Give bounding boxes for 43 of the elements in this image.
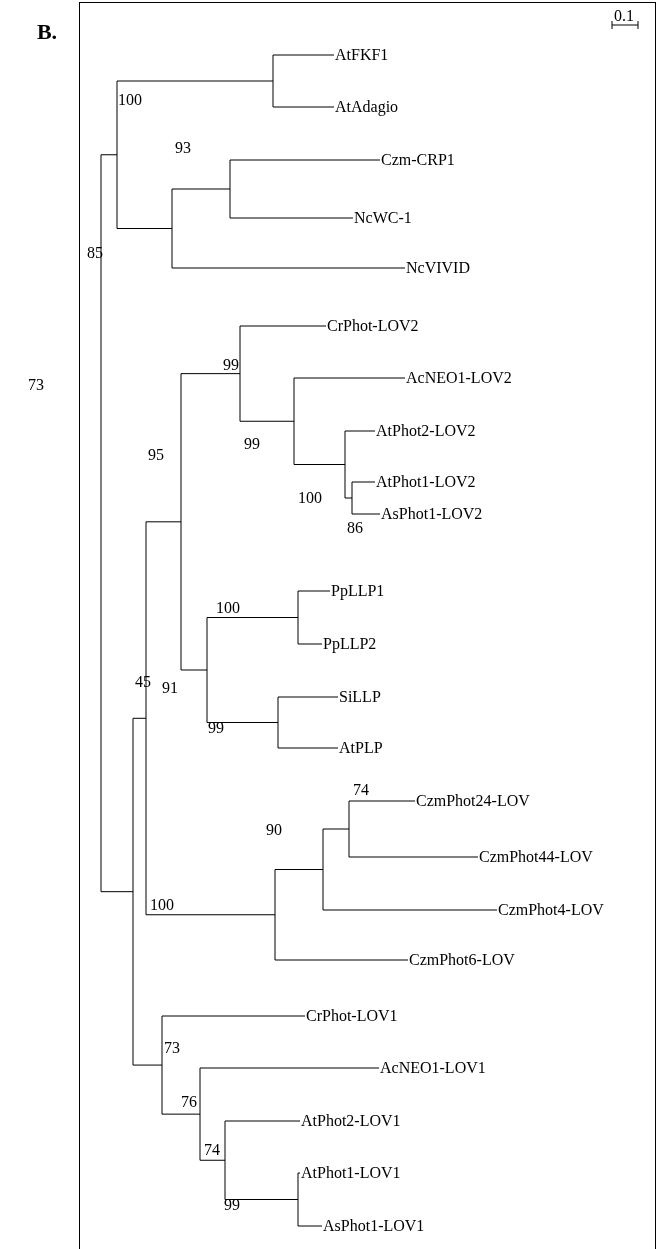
taxon-label: AtPhot2-LOV2 <box>376 421 476 441</box>
taxon-label: AtAdagio <box>335 97 399 117</box>
scale-label: 0.1 <box>614 7 634 25</box>
taxon-label: AtPhot1-LOV2 <box>376 472 476 492</box>
taxon-label: AtPhot1-LOV1 <box>301 1163 401 1183</box>
taxon-label: CzmPhot6-LOV <box>409 950 515 970</box>
taxon-label: CzmPhot24-LOV <box>416 791 530 811</box>
taxon-label: PpLLP2 <box>323 634 377 654</box>
taxon-label: CzmPhot44-LOV <box>479 847 593 867</box>
bootstrap-value: 73 <box>164 1039 180 1057</box>
taxon-label: AsPhot1-LOV2 <box>381 504 483 524</box>
taxon-label: Czm-CRP1 <box>381 150 455 170</box>
bootstrap-value: 90 <box>266 821 282 839</box>
taxon-label: NcWC-1 <box>354 208 412 228</box>
bootstrap-value: 76 <box>181 1093 197 1111</box>
bootstrap-value: 85 <box>87 244 103 262</box>
taxon-label: AsPhot1-LOV1 <box>323 1216 425 1236</box>
bootstrap-value: 91 <box>162 679 178 697</box>
panel-label: B. <box>36 23 58 41</box>
bootstrap-value: 45 <box>135 673 151 691</box>
taxon-label: CzmPhot4-LOV <box>498 900 604 920</box>
bootstrap-value: 95 <box>148 446 164 464</box>
taxon-label: AtPhot2-LOV1 <box>301 1111 401 1131</box>
bootstrap-value: 100 <box>150 896 174 914</box>
taxon-label: AcNEO1-LOV2 <box>406 368 512 388</box>
bootstrap-value: 100 <box>216 599 240 617</box>
bootstrap-value: 93 <box>175 139 191 157</box>
bootstrap-value: 73 <box>28 376 44 394</box>
bootstrap-value: 74 <box>353 781 369 799</box>
taxon-label: CrPhot-LOV2 <box>327 316 419 336</box>
bootstrap-value: 100 <box>298 489 322 507</box>
bootstrap-value: 86 <box>347 519 363 537</box>
taxon-label: CrPhot-LOV1 <box>306 1006 398 1026</box>
bootstrap-value: 74 <box>204 1141 220 1159</box>
taxon-label: AtPLP <box>339 738 383 758</box>
bootstrap-value: 99 <box>223 356 239 374</box>
taxon-label: AtFKF1 <box>335 45 389 65</box>
bootstrap-value: 99 <box>244 435 260 453</box>
taxon-label: NcVIVID <box>406 258 470 278</box>
taxon-label: AcNEO1-LOV1 <box>380 1058 486 1078</box>
bootstrap-value: 100 <box>118 91 142 109</box>
taxon-label: PpLLP1 <box>331 581 385 601</box>
taxon-label: SiLLP <box>339 687 381 707</box>
